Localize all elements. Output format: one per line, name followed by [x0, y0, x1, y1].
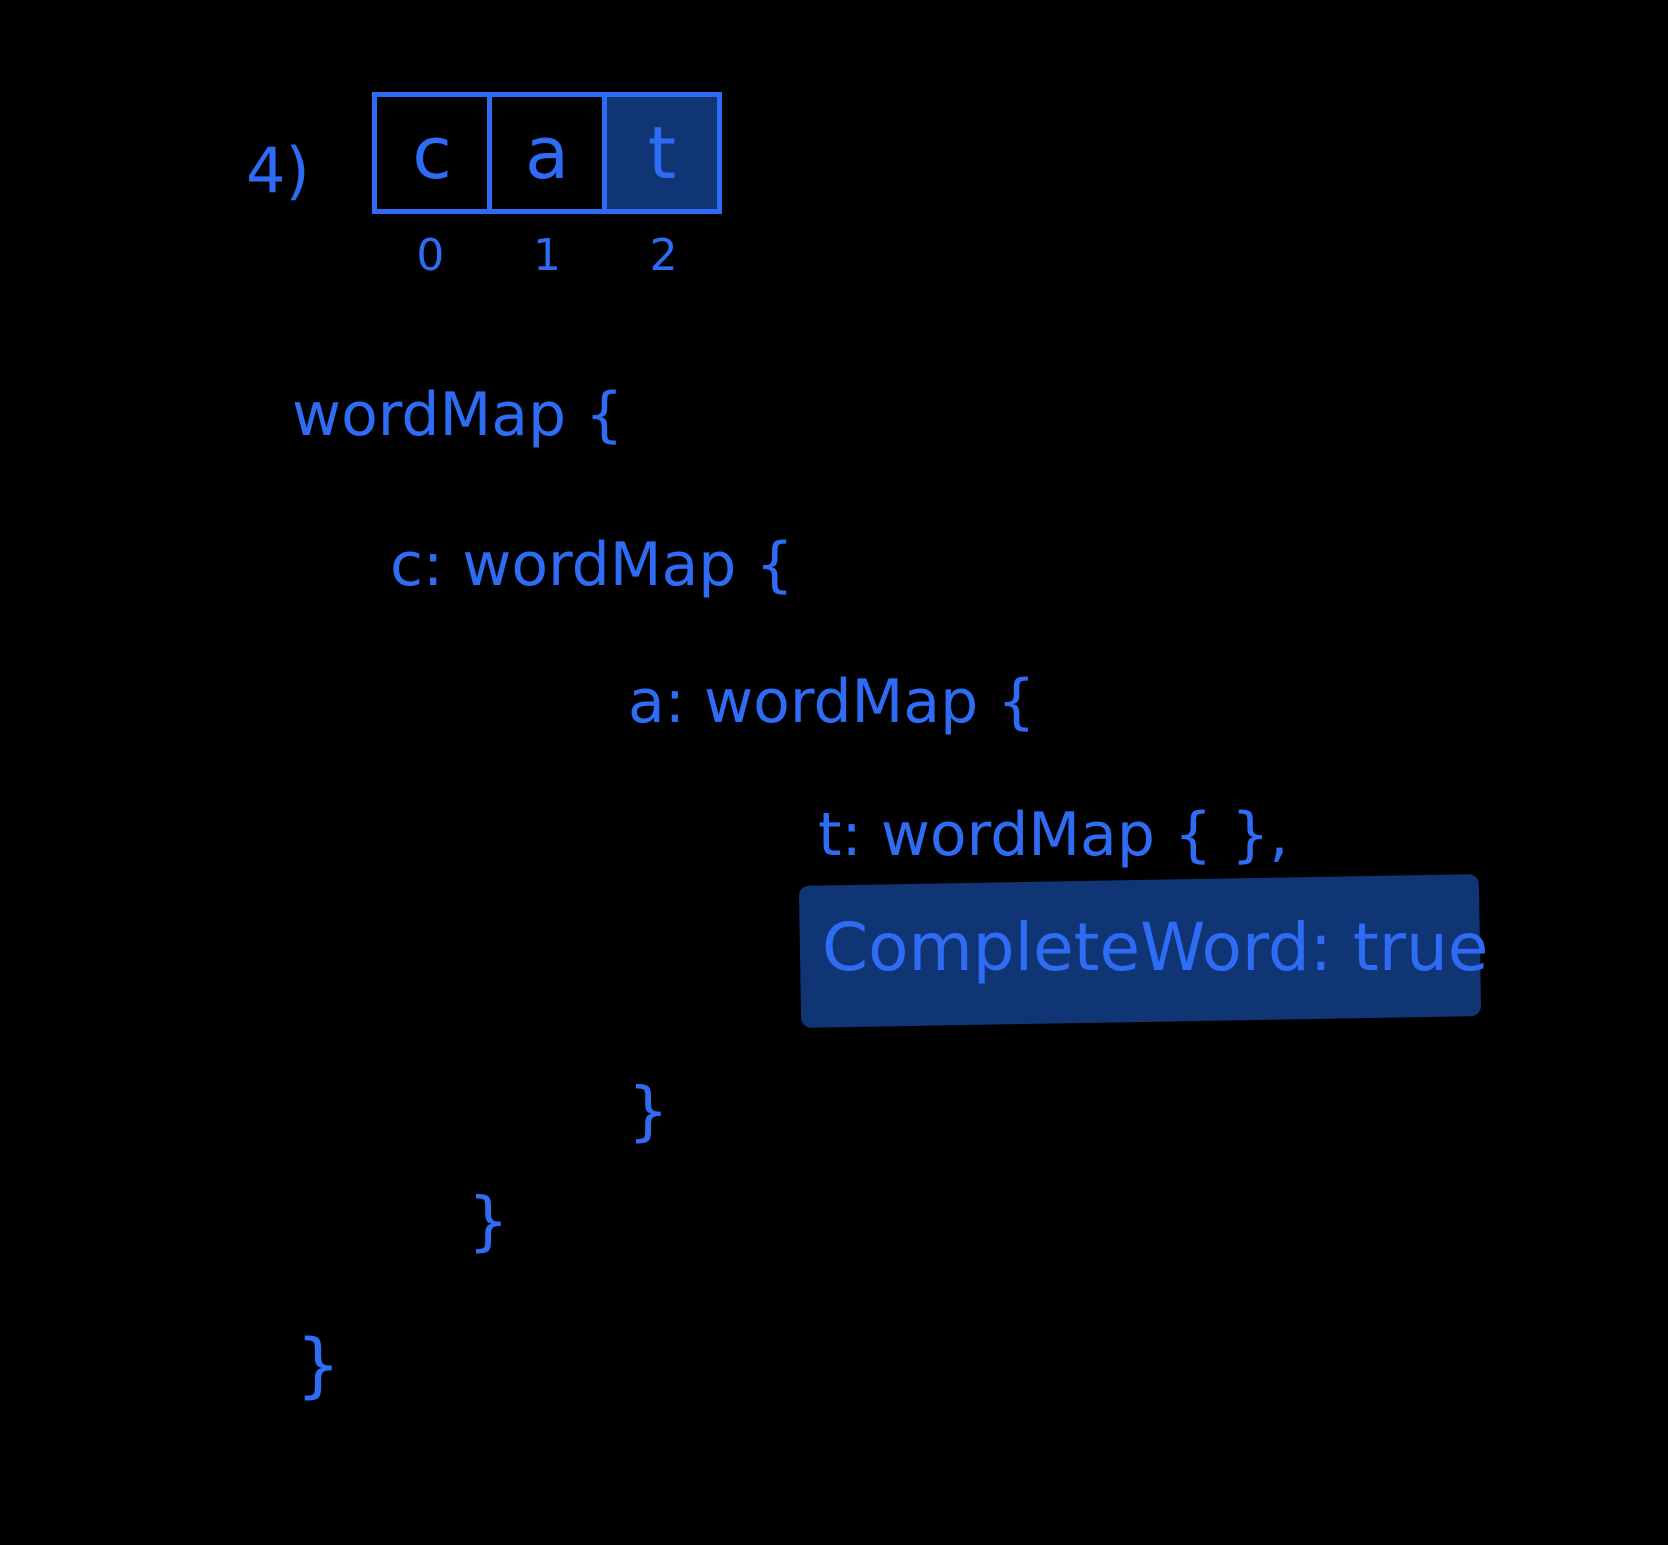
wordmap-root-line: wordMap {: [292, 380, 624, 450]
array-cell-c: c: [377, 97, 492, 209]
wordmap-t-line: t: wordMap { },: [818, 800, 1289, 870]
close-brace-c: }: [468, 1185, 509, 1259]
close-brace-root: }: [296, 1324, 341, 1406]
wordmap-a-line: a: wordMap {: [628, 667, 1036, 737]
array-indices: 0 1 2: [372, 230, 722, 281]
array-cell-a: a: [492, 97, 607, 209]
wordmap-c-line: c: wordMap {: [390, 530, 794, 600]
index-0: 0: [416, 230, 445, 281]
close-brace-a: }: [628, 1075, 669, 1149]
array-cell-t-highlighted: t: [607, 97, 717, 209]
index-2: 2: [649, 230, 678, 281]
step-label: 4): [246, 134, 310, 207]
complete-word-line: CompleteWord: true: [822, 909, 1489, 986]
char-array: c a t: [372, 92, 722, 214]
index-1: 1: [533, 230, 561, 281]
